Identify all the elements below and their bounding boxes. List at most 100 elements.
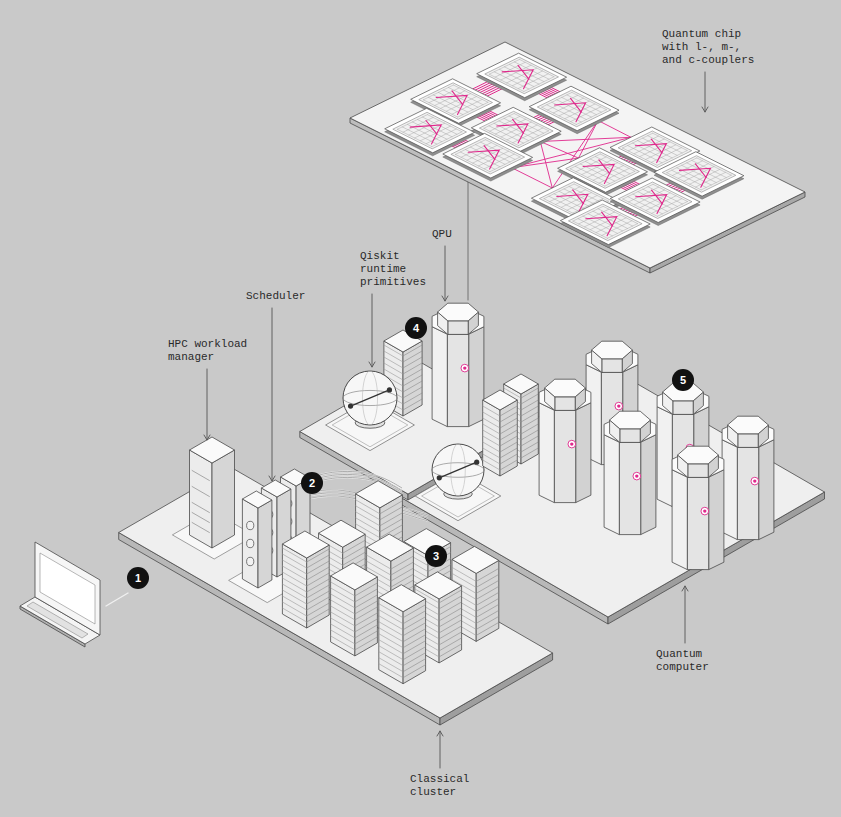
cryostat-body bbox=[554, 410, 575, 503]
rack-slot bbox=[521, 412, 538, 422]
leader-arrow bbox=[705, 72, 706, 112]
rack-slot bbox=[282, 572, 306, 586]
rack-slot bbox=[331, 594, 355, 608]
server-rack bbox=[483, 390, 518, 410]
rack-slot bbox=[500, 454, 517, 464]
rack-slot bbox=[355, 625, 378, 638]
rack-slot bbox=[521, 406, 538, 416]
rack-slot bbox=[356, 518, 380, 532]
rack-slot bbox=[384, 351, 403, 362]
laptop-display bbox=[40, 553, 95, 624]
scheduler-cabinet bbox=[258, 500, 272, 588]
callout-number: 1 bbox=[127, 567, 149, 589]
qubit-grid bbox=[426, 129, 456, 144]
sphere-dot bbox=[387, 387, 392, 392]
status-light bbox=[570, 442, 573, 445]
rack-slot bbox=[476, 622, 499, 635]
leader-arrowhead bbox=[204, 435, 210, 440]
drawer-line bbox=[192, 487, 209, 497]
scheduler-cabinet bbox=[242, 499, 258, 588]
rack-slot bbox=[403, 369, 422, 380]
rack-slot bbox=[307, 579, 330, 592]
qubit-grid bbox=[446, 97, 476, 112]
cryostat-cap bbox=[610, 411, 651, 429]
rack-slot bbox=[439, 644, 462, 657]
qubit-grid bbox=[484, 154, 514, 169]
rack-slot bbox=[307, 561, 330, 574]
workload-manager-server bbox=[190, 437, 235, 463]
leader-arrow bbox=[445, 246, 446, 301]
rack-slot bbox=[331, 618, 355, 632]
rack-slot bbox=[391, 562, 414, 575]
rack-slot bbox=[476, 604, 499, 617]
rack-slot bbox=[384, 357, 403, 368]
cabinet-fan bbox=[247, 557, 254, 565]
rack-slot bbox=[403, 653, 426, 666]
rack-slot bbox=[500, 442, 517, 452]
rack-slot bbox=[282, 566, 306, 580]
cryostat-body bbox=[447, 334, 468, 427]
cryostat-cap bbox=[602, 359, 622, 373]
rack-slot bbox=[355, 637, 378, 650]
rack-slot bbox=[403, 345, 422, 356]
rack-slot bbox=[521, 394, 538, 404]
rack-slot bbox=[483, 406, 500, 416]
rack-slot bbox=[379, 652, 403, 666]
rack-slot bbox=[307, 597, 330, 610]
rack-slot bbox=[380, 507, 403, 520]
rack-slot bbox=[391, 556, 414, 569]
rack-slot bbox=[379, 610, 403, 624]
coupler-trace bbox=[452, 91, 463, 105]
leader-arrowhead bbox=[682, 586, 688, 591]
rack-slot bbox=[403, 605, 426, 618]
cryostat-body bbox=[604, 435, 619, 535]
quantum-chip bbox=[350, 42, 805, 300]
rack-slot bbox=[500, 412, 517, 422]
rack-slot bbox=[282, 590, 306, 604]
cryostat-cap bbox=[620, 429, 640, 443]
rack-slot bbox=[343, 540, 366, 553]
scheduler-cabinet bbox=[261, 480, 291, 497]
leader-arrowhead bbox=[442, 296, 448, 301]
rack-slot bbox=[379, 616, 403, 630]
coupler-trace bbox=[513, 119, 524, 133]
rack-slot bbox=[500, 436, 517, 446]
chip-tile-frame bbox=[485, 57, 559, 93]
rack-slot bbox=[403, 611, 426, 624]
cryostat-cap bbox=[438, 303, 479, 321]
coupler-trace bbox=[652, 190, 663, 204]
rack-slot bbox=[521, 448, 538, 458]
rack-slot bbox=[476, 616, 499, 629]
rack-slot bbox=[483, 412, 500, 422]
rack-slot bbox=[355, 589, 378, 602]
cryostat-body bbox=[722, 440, 737, 540]
cryostat-cap bbox=[448, 321, 468, 335]
cryostat-body bbox=[687, 477, 708, 569]
coupler-trace bbox=[571, 98, 582, 112]
rack-slot bbox=[521, 442, 538, 452]
rack-slot bbox=[282, 596, 306, 610]
chip-tile-frame bbox=[451, 137, 525, 174]
qubit-grid bbox=[599, 168, 629, 183]
rack-slot bbox=[355, 595, 378, 608]
qubit-grid bbox=[507, 125, 537, 140]
rack-slot bbox=[439, 620, 462, 633]
rack-slot bbox=[483, 454, 500, 464]
rack-slot bbox=[331, 582, 355, 596]
rack-slot bbox=[483, 460, 500, 470]
qubit-grid bbox=[602, 221, 632, 236]
rack-slot bbox=[476, 574, 499, 587]
rack-slot bbox=[379, 622, 403, 636]
cluster-rack bbox=[476, 560, 499, 641]
coupler-trace bbox=[573, 190, 584, 204]
qubit-grid bbox=[478, 151, 508, 166]
rack-slot bbox=[403, 629, 426, 642]
rack-slot bbox=[439, 590, 462, 603]
callout-badge bbox=[301, 472, 323, 494]
rack-slot bbox=[500, 430, 517, 440]
callout-number: 3 bbox=[425, 545, 447, 567]
rack-slot bbox=[379, 646, 403, 660]
cluster-rack bbox=[282, 531, 329, 558]
rack-slot bbox=[403, 665, 426, 678]
